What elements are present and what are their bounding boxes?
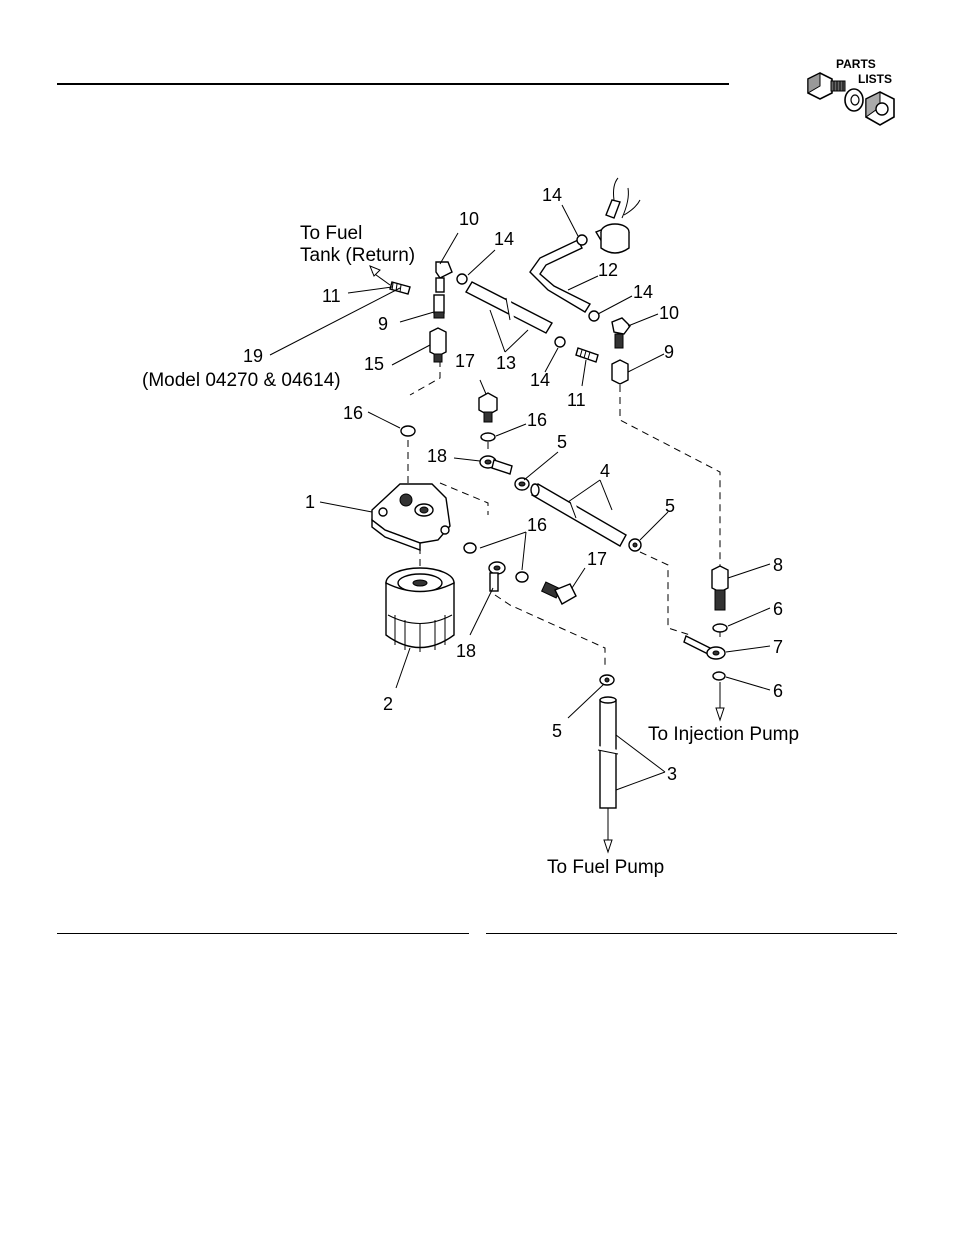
model-note: (Model 04270 & 04614) — [142, 370, 341, 391]
hose-part-12 — [530, 240, 590, 312]
callout-12: 12 — [598, 260, 618, 280]
callout-16-c: 16 — [527, 515, 547, 535]
callout-6-b: 6 — [773, 681, 783, 701]
fuel-pump-note: To Fuel Pump — [547, 857, 664, 878]
banjo-fitting-part-18-lower — [489, 562, 505, 591]
return-hose-part-13 — [466, 282, 552, 333]
hose-clamp-part-5-b — [629, 539, 641, 551]
callout-14-d: 14 — [530, 370, 550, 390]
fuel-filter-part-2 — [386, 568, 454, 652]
callout-17-a: 17 — [455, 351, 475, 371]
hose-clamp-part-14-c — [589, 311, 599, 321]
injection-flow-arrow — [716, 708, 724, 720]
callout-19: 19 — [243, 346, 263, 366]
callout-18-b: 18 — [456, 641, 476, 661]
callout-5-b: 5 — [665, 496, 675, 516]
callout-13: 13 — [496, 353, 516, 373]
callout-4: 4 — [600, 461, 610, 481]
return-destination-line1: To Fuel — [300, 223, 362, 244]
hose-clamp-part-14-a — [457, 274, 467, 284]
callout-10-a: 10 — [459, 209, 479, 229]
callout-10-b: 10 — [659, 303, 679, 323]
fitting-part-8 — [712, 566, 728, 610]
hose-clamp-part-14-d — [577, 235, 587, 245]
washer-part-16-c — [464, 543, 476, 553]
return-destination-line2: Tank (Return) — [300, 245, 415, 266]
filter-head-part-1 — [372, 484, 450, 550]
banjo-bolt-part-17-lower — [542, 582, 576, 604]
callout-9-b: 9 — [664, 342, 674, 362]
callout-16-a: 16 — [343, 403, 363, 423]
connector-part-9-left — [434, 295, 444, 318]
callout-8: 8 — [773, 555, 783, 575]
banjo-bolt-part-17-upper — [479, 393, 497, 422]
callout-16-b: 16 — [527, 410, 547, 430]
callout-18-a: 18 — [427, 446, 447, 466]
fuel-hose-part-3 — [598, 697, 618, 852]
callout-14-a: 14 — [542, 185, 562, 205]
connector-part-9-right — [612, 360, 628, 384]
banjo-fitting-part-18-upper — [480, 456, 512, 474]
hose-clamp-part-14-b — [555, 337, 565, 347]
callout-11-a: 11 — [322, 286, 341, 306]
callout-2: 2 — [383, 694, 393, 714]
callout-9-a: 9 — [378, 314, 388, 334]
injector-nozzle — [596, 178, 640, 253]
callout-5-c: 5 — [552, 721, 562, 741]
callout-leaders — [270, 205, 770, 790]
washer-part-16-d — [516, 572, 528, 582]
elbow-part-10-left — [436, 262, 452, 292]
callout-15: 15 — [364, 354, 384, 374]
washer-part-16-b — [481, 433, 495, 441]
hose-clamp-part-5-c — [600, 675, 614, 685]
injection-pump-note: To Injection Pump — [648, 724, 799, 745]
callout-1: 1 — [305, 492, 315, 512]
check-valve-part-11-left — [370, 266, 410, 294]
washer-part-6-b — [713, 672, 725, 680]
elbow-part-10-right — [612, 318, 630, 348]
fitting-part-15 — [430, 328, 446, 362]
callout-11-b: 11 — [567, 390, 586, 410]
callout-7: 7 — [773, 637, 783, 657]
washer-part-16-a — [401, 426, 415, 436]
callout-14-b: 14 — [494, 229, 514, 249]
callout-17-b: 17 — [587, 549, 607, 569]
banjo-fitting-part-7 — [684, 636, 725, 659]
check-valve-part-11-right — [576, 348, 598, 362]
callout-3: 3 — [667, 764, 677, 784]
callout-14-c: 14 — [633, 282, 653, 302]
callout-6-a: 6 — [773, 599, 783, 619]
washer-part-6-a — [713, 624, 727, 632]
callout-5-a: 5 — [557, 432, 567, 452]
hose-clamp-part-5-a — [515, 478, 529, 490]
